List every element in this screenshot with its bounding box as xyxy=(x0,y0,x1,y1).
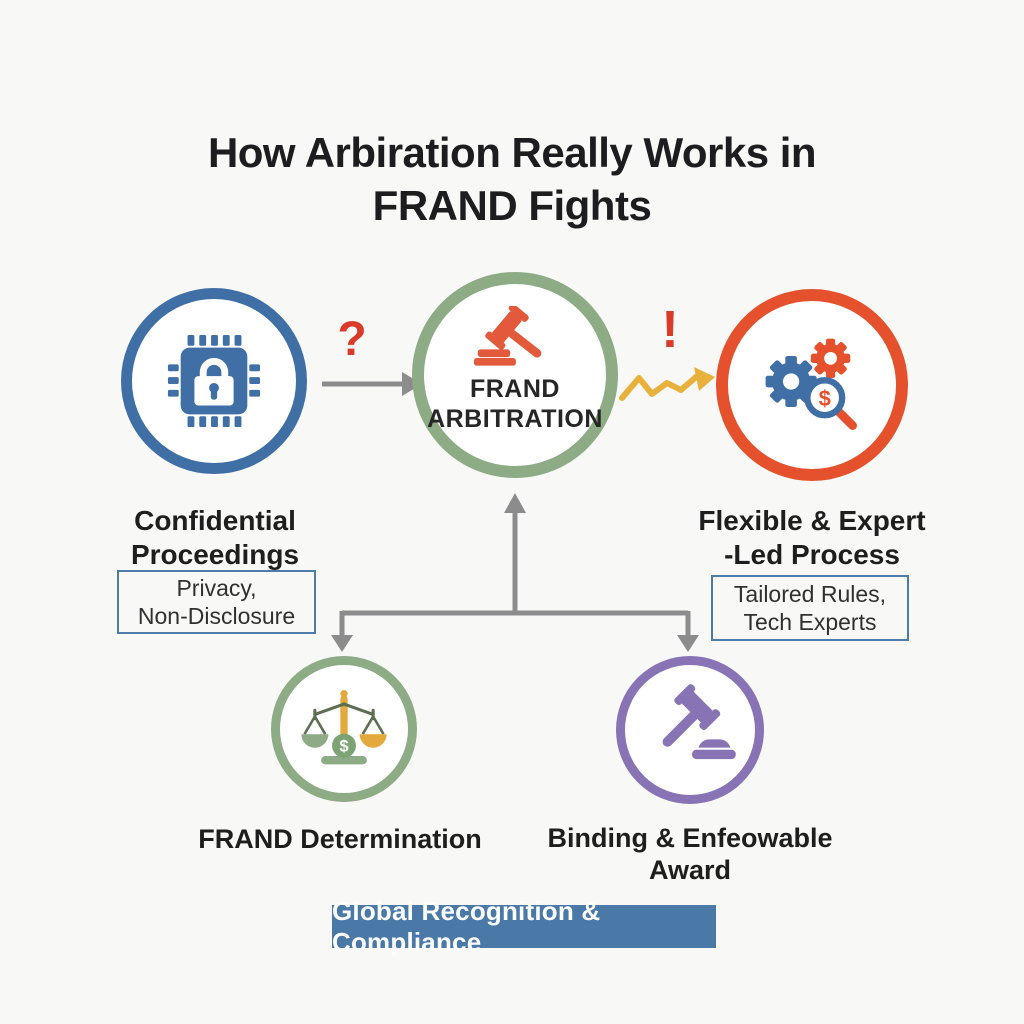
label-flexible-expert-process: Flexible & Expert -Led Process xyxy=(672,504,952,572)
label-frand-determination: FRAND Determination xyxy=(178,822,502,856)
banner-global-recognition: Global Recognition & Compliance xyxy=(332,896,716,957)
gavel-icon xyxy=(473,306,542,366)
scales-of-justice-icon: $ xyxy=(301,690,387,765)
arrow-zigzag-center-to-right xyxy=(619,367,715,401)
box-privacy-line1: Privacy, xyxy=(176,575,257,601)
magnifier-dollar-glyph: $ xyxy=(819,386,831,411)
label-binding-line2: Award xyxy=(648,855,732,885)
question-mark: ? xyxy=(337,313,367,366)
node-flexible-expert-process: $ xyxy=(716,289,908,481)
node-binding-award xyxy=(616,656,764,804)
arrow-left-to-center xyxy=(322,372,422,396)
box-tailored-line1: Tailored Rules, xyxy=(733,581,887,607)
box-tailored-rules: Tailored Rules, Tech Experts xyxy=(711,575,909,641)
label-confidential-line2: Proceedings xyxy=(130,539,300,570)
coin-dollar-glyph: $ xyxy=(339,736,349,755)
center-node-label-line2: ARBITRATION xyxy=(427,405,603,433)
label-binding-line1: Binding & Enfeowable xyxy=(547,823,833,853)
label-binding-award: Binding & Enfeowable Award xyxy=(528,822,852,886)
exclamation-mark: ! xyxy=(661,301,679,359)
node-frand-arbitration: FRAND ARBITRATION xyxy=(412,272,618,478)
gavel-block-icon xyxy=(662,684,736,760)
label-confidential-line1: Confidential xyxy=(134,505,296,536)
page-title-line2: FRAND Fights xyxy=(372,182,652,229)
gears-magnifier-icon: $ xyxy=(765,338,857,430)
chip-lock-icon xyxy=(167,334,261,428)
label-confidential-proceedings: Confidential Proceedings xyxy=(75,504,355,572)
center-node-label: FRAND ARBITRATION xyxy=(427,374,603,434)
node-frand-determination: $ xyxy=(271,656,417,802)
page-title: How Arbiration Really Works in FRAND Fig… xyxy=(0,126,1024,232)
node-confidential-proceedings xyxy=(121,288,307,474)
label-frand-determination-text: FRAND Determination xyxy=(198,824,482,854)
label-flexible-line1: Flexible & Expert xyxy=(698,505,926,536)
banner-label: Global Recognition & Compliance xyxy=(332,895,601,957)
label-flexible-line2: -Led Process xyxy=(724,539,900,570)
page-title-line1: How Arbiration Really Works in xyxy=(207,129,817,176)
box-privacy-nondisclosure: Privacy, Non-Disclosure xyxy=(117,570,316,634)
center-node-label-line1: FRAND xyxy=(469,375,560,403)
box-tailored-line2: Tech Experts xyxy=(743,609,877,635)
box-privacy-line2: Non-Disclosure xyxy=(137,603,296,629)
connector-tree xyxy=(331,493,699,652)
